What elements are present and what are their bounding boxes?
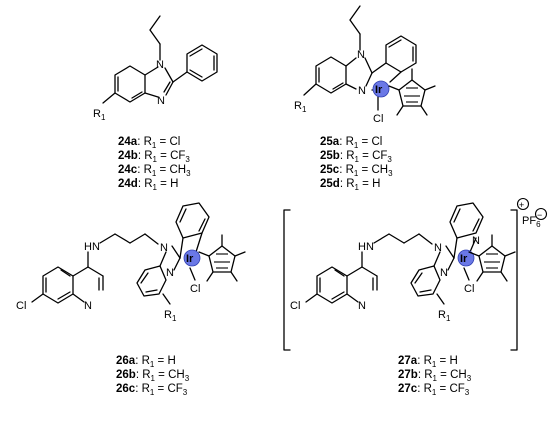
n-atom-26-quinoline: N xyxy=(84,300,92,312)
cl-atom-26-quinoline: Cl xyxy=(16,300,26,312)
plus-charge-circle xyxy=(516,197,530,211)
label-25a: 25a: R1 = Cl xyxy=(320,136,382,150)
n-atom-26-1: N xyxy=(160,242,168,254)
n-atom-26-3: N xyxy=(166,267,174,279)
n-atom-27-quinoline: N xyxy=(358,300,366,312)
iridium-atom-25 xyxy=(372,80,390,98)
label-24a: 24a: R1 = Cl xyxy=(118,136,180,150)
n-atom-27-3: N xyxy=(440,267,448,279)
label-24d: 24d: R1 = H xyxy=(118,178,178,192)
label-26a: 26a: R1 = H xyxy=(116,355,176,369)
compound-25-structure xyxy=(303,5,417,111)
label-26b: 26b: R1 = CH3 xyxy=(116,369,190,383)
nh-group-27: HN xyxy=(358,241,374,253)
label-27c: 27c: R1 = CF3 xyxy=(398,383,470,397)
r1-label-24: R1 xyxy=(93,108,106,122)
cp-star-ring-26 xyxy=(198,234,246,282)
n-atom-25-3: N xyxy=(358,85,366,97)
compound-24-structure xyxy=(102,15,218,104)
label-27a: 27a: R1 = H xyxy=(398,355,458,369)
r1-label-25: R1 xyxy=(294,100,307,114)
iridium-atom-26 xyxy=(183,249,201,267)
cl-atom-27-ir: Cl xyxy=(464,283,474,295)
plus-charge: + xyxy=(519,200,524,210)
label-24b: 24b: R1 = CF3 xyxy=(118,150,190,164)
cl-atom-25: Cl xyxy=(373,113,383,125)
label-26c: 26c: R1 = CF3 xyxy=(116,383,188,397)
ir-label-25: Ir xyxy=(375,84,383,96)
cl-atom-27-quinoline: Cl xyxy=(290,300,300,312)
r1-label-26: R1 xyxy=(164,309,177,323)
label-25d: 25d: R1 = H xyxy=(320,178,380,192)
minus-charge: − xyxy=(537,210,542,220)
cl-atom-26-ir: Cl xyxy=(190,283,200,295)
ir-label-27: Ir xyxy=(460,253,468,265)
n-atom-24-3: N xyxy=(157,95,165,107)
n-atom-25-1: N xyxy=(357,49,365,61)
label-27b: 27b: R1 = CH3 xyxy=(398,369,472,383)
n-atom-27-1: N xyxy=(434,242,442,254)
label-25b: 25b: R1 = CF3 xyxy=(320,150,392,164)
n-atom-24-1: N xyxy=(156,59,164,71)
pf6-counterion: PF6 xyxy=(522,215,541,229)
ir-label-26: Ir xyxy=(186,253,194,265)
nh-group-26: HN xyxy=(84,241,100,253)
iridium-atom-27 xyxy=(457,249,475,267)
minus-charge-circle xyxy=(534,207,548,221)
r1-label-27: R1 xyxy=(438,309,451,323)
label-25c: 25c: R1 = CH3 xyxy=(320,164,393,178)
label-24c: 24c: R1 = CH3 xyxy=(118,164,191,178)
compound-26-structure xyxy=(31,202,210,305)
compound-27-structure xyxy=(283,202,518,351)
n-atom-27-pyridine: N xyxy=(472,235,480,247)
